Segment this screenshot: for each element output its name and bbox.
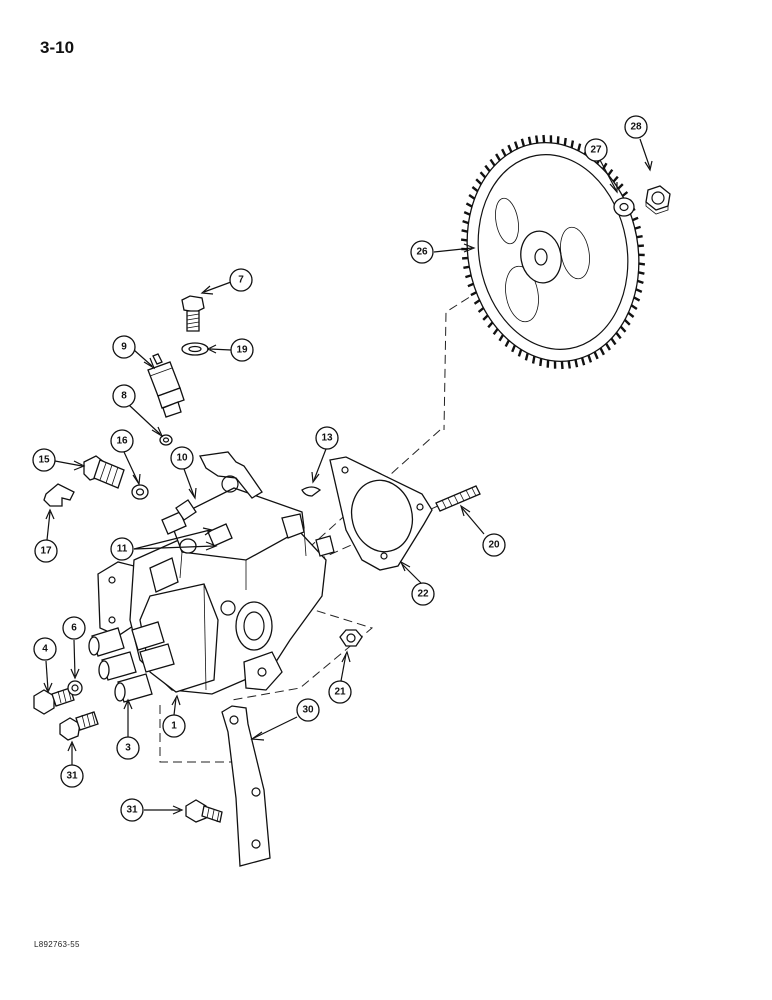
banjo-bolt bbox=[83, 455, 125, 489]
callouts: 28 27 26 7 9 19 8 13 15 16 10 17 11 20 2… bbox=[32, 115, 648, 822]
mounting-gasket bbox=[329, 456, 433, 571]
callout-21: 21 bbox=[328, 680, 352, 704]
callout-10: 10 bbox=[170, 446, 194, 470]
washer-8 bbox=[159, 434, 173, 446]
svg-text:6: 6 bbox=[71, 623, 77, 634]
svg-text:8: 8 bbox=[121, 391, 127, 402]
callout-17: 17 bbox=[34, 539, 58, 563]
bolt-31-lower bbox=[185, 799, 223, 823]
callout-28: 28 bbox=[624, 115, 648, 139]
washer-6 bbox=[67, 680, 83, 696]
svg-text:30: 30 bbox=[302, 705, 314, 716]
figure-code: L892763-55 bbox=[34, 940, 80, 949]
svg-text:16: 16 bbox=[116, 436, 128, 447]
bolt-4 bbox=[33, 687, 75, 715]
svg-text:17: 17 bbox=[40, 546, 52, 557]
callout-1: 1 bbox=[162, 714, 186, 738]
callout-30: 30 bbox=[296, 698, 320, 722]
callout-31-lower: 31 bbox=[120, 798, 144, 822]
svg-text:10: 10 bbox=[176, 453, 188, 464]
support-bracket bbox=[221, 705, 271, 867]
bolt-7 bbox=[181, 295, 205, 332]
washer-16 bbox=[131, 484, 149, 500]
svg-text:9: 9 bbox=[121, 342, 127, 353]
svg-text:19: 19 bbox=[236, 345, 248, 356]
callout-27: 27 bbox=[584, 138, 608, 162]
svg-text:20: 20 bbox=[488, 540, 500, 551]
svg-text:26: 26 bbox=[416, 247, 428, 258]
callout-13: 13 bbox=[315, 426, 339, 450]
gear-teeth bbox=[460, 134, 646, 370]
svg-text:22: 22 bbox=[417, 589, 429, 600]
shutoff-solenoid bbox=[147, 353, 185, 418]
callout-6: 6 bbox=[62, 616, 86, 640]
callout-22: 22 bbox=[411, 582, 435, 606]
svg-text:11: 11 bbox=[117, 544, 128, 555]
hex-nut bbox=[645, 185, 671, 215]
svg-text:15: 15 bbox=[38, 455, 50, 466]
page-number: 3-10 bbox=[40, 38, 75, 57]
callout-11: 11 bbox=[110, 537, 134, 561]
callout-26: 26 bbox=[410, 240, 434, 264]
callout-8: 8 bbox=[112, 384, 136, 408]
stud-20 bbox=[435, 485, 481, 512]
callout-31-left: 31 bbox=[60, 764, 84, 788]
svg-text:31: 31 bbox=[126, 805, 138, 816]
callout-7: 7 bbox=[229, 268, 253, 292]
svg-text:31: 31 bbox=[66, 771, 78, 782]
svg-text:1: 1 bbox=[171, 721, 177, 732]
leader-lines bbox=[43, 138, 653, 815]
svg-text:21: 21 bbox=[334, 687, 346, 698]
nut-21 bbox=[339, 629, 363, 647]
callout-4: 4 bbox=[33, 637, 57, 661]
injection-pump bbox=[88, 451, 335, 703]
woodruff-key bbox=[301, 486, 322, 497]
svg-text:3: 3 bbox=[125, 743, 131, 754]
svg-text:27: 27 bbox=[590, 145, 602, 156]
lock-washer bbox=[613, 197, 635, 217]
bracket-17 bbox=[43, 483, 75, 507]
svg-text:13: 13 bbox=[321, 433, 333, 444]
bolt-31-left bbox=[59, 711, 99, 741]
svg-text:28: 28 bbox=[630, 122, 642, 133]
callout-16: 16 bbox=[110, 429, 134, 453]
callout-3: 3 bbox=[116, 736, 140, 760]
callout-15: 15 bbox=[32, 448, 56, 472]
callout-20: 20 bbox=[482, 533, 506, 557]
svg-text:7: 7 bbox=[238, 275, 244, 286]
svg-text:4: 4 bbox=[42, 644, 48, 655]
callout-19: 19 bbox=[230, 338, 254, 362]
callout-9: 9 bbox=[112, 335, 136, 359]
washer-19 bbox=[181, 342, 209, 356]
drive-gear bbox=[460, 134, 646, 370]
